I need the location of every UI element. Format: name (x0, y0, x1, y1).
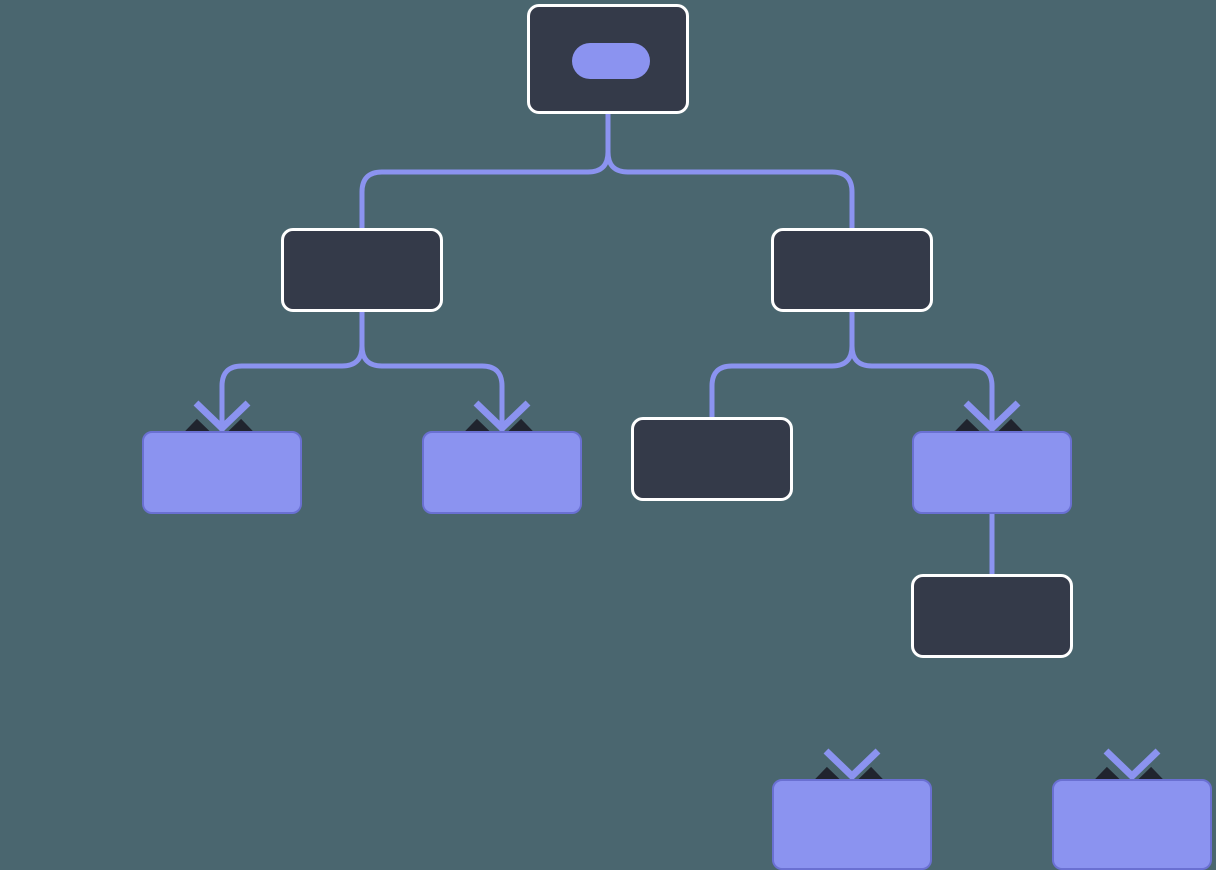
tree-node-n2[interactable] (771, 228, 933, 312)
arrow-light-e8 (1103, 748, 1161, 781)
edge-e1 (605, 114, 855, 230)
tree-node-n4[interactable] (422, 431, 582, 514)
edge-e0 (359, 114, 611, 230)
tree-node-n1[interactable] (281, 228, 443, 312)
tree-node-n5[interactable] (631, 417, 793, 501)
edge-e5 (849, 312, 995, 437)
edge-e2 (219, 312, 365, 437)
edge-e4 (709, 312, 855, 419)
tree-node-n6[interactable] (912, 431, 1072, 514)
tree-node-n9[interactable] (1052, 779, 1212, 870)
tree-node-n3[interactable] (142, 431, 302, 514)
root-node-pill (572, 43, 650, 79)
tree-node-n0[interactable] (527, 4, 689, 114)
arrow-light-e5 (963, 400, 1021, 433)
edge-e3 (359, 312, 505, 437)
arrow-light-e2 (193, 400, 251, 433)
arrow-light-e3 (473, 400, 531, 433)
tree-node-n7[interactable] (911, 574, 1073, 658)
tree-node-n8[interactable] (772, 779, 932, 870)
arrow-light-e7 (823, 748, 881, 781)
